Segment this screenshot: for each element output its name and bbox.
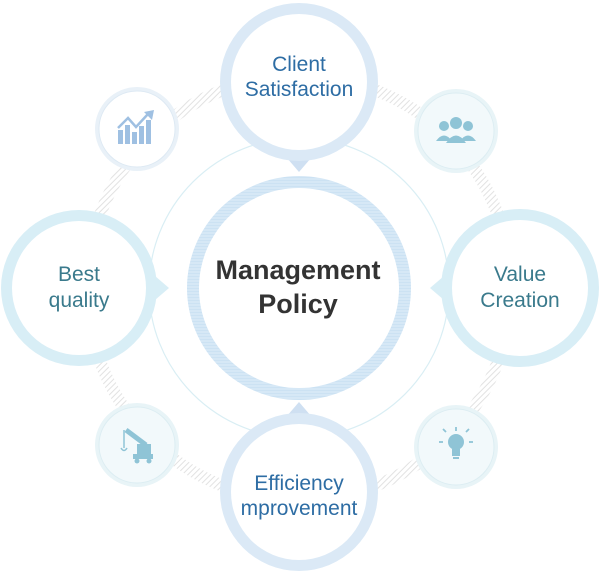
quality-label-line1: Best — [58, 263, 100, 286]
efficiency-label-line2: mprovement — [241, 497, 358, 520]
value-label-line2: Creation — [480, 289, 559, 312]
node-efficiency: Efficiency mprovement — [220, 402, 378, 571]
crane-icon — [95, 403, 179, 487]
value-label-line1: Value — [494, 263, 546, 286]
center-title-line1: Management — [215, 255, 380, 285]
node-client-satisfaction: Client Satisfaction — [220, 3, 378, 172]
node-best-quality: Best quality — [1, 210, 169, 366]
lightbulb-icon — [414, 405, 498, 489]
node-value-creation: Value Creation — [430, 209, 599, 367]
center-node: Management Policy — [187, 176, 411, 400]
client-label-line2: Satisfaction — [245, 78, 354, 101]
people-icon — [414, 89, 498, 173]
center-title-line2: Policy — [258, 289, 338, 319]
chart-icon — [95, 87, 179, 171]
efficiency-label-line1: Efficiency — [254, 472, 344, 495]
client-label-line1: Client — [272, 53, 326, 76]
quality-label-line2: quality — [49, 289, 110, 312]
